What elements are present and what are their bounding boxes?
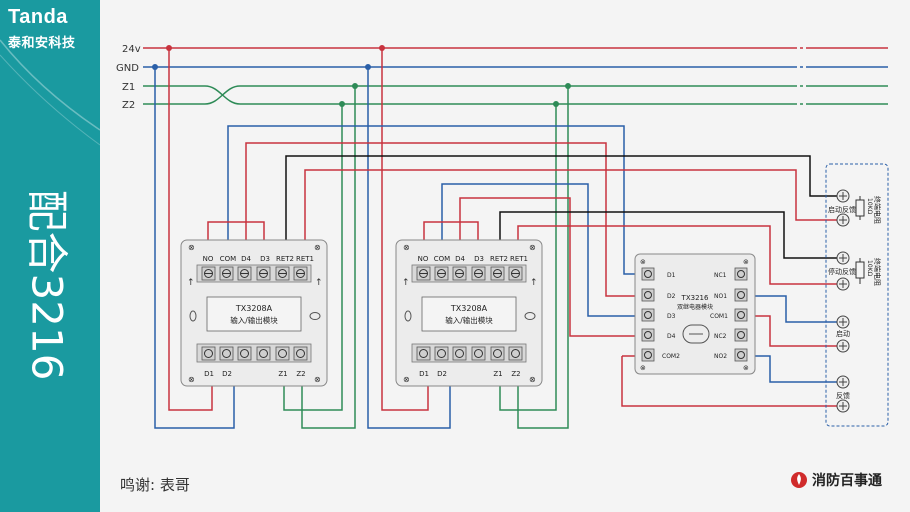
relay-terminal-d4: D4 bbox=[667, 333, 676, 340]
svg-text:⊗: ⊗ bbox=[640, 258, 646, 266]
svg-text:⊗: ⊗ bbox=[743, 258, 749, 266]
bus-lines: 24v GND Z1 Z2 bbox=[116, 44, 888, 111]
brand-name-en: Tanda bbox=[8, 6, 68, 28]
module-b-terminal-d2: D2 bbox=[437, 370, 447, 378]
svg-text:⊗: ⊗ bbox=[188, 375, 195, 384]
module-b-terminal-no: NO bbox=[418, 255, 429, 263]
relay-terminal-nc2: NC2 bbox=[714, 333, 727, 340]
module-b-model: TX3208A bbox=[450, 304, 488, 313]
svg-text:⊗: ⊗ bbox=[743, 364, 749, 372]
relay-desc: 双继电器模块 bbox=[677, 303, 713, 311]
relay-model: TX3216 bbox=[681, 294, 709, 302]
arrow-up-icon: ↑ bbox=[187, 278, 195, 288]
module-a-terminal-ret2: RET2 bbox=[276, 255, 294, 263]
module-a-terminal-no: NO bbox=[203, 255, 214, 263]
relay-terminal-com2: COM2 bbox=[662, 353, 680, 360]
relay-terminal-no2: NO2 bbox=[714, 353, 727, 360]
relay-module: ⊗⊗ ⊗⊗ D1 D2 D3 D4 COM2 NC1 NO1 COM1 NC2 … bbox=[634, 253, 756, 375]
junction-dots bbox=[152, 45, 571, 107]
svg-text:⊗: ⊗ bbox=[529, 375, 536, 384]
module-b-terminal-com: COM bbox=[434, 255, 450, 263]
svg-text:⊗: ⊗ bbox=[529, 243, 536, 252]
brand-name-cn: 泰和安科技 bbox=[8, 36, 76, 51]
module-a-desc: 输入/输出模块 bbox=[230, 315, 278, 325]
svg-text:⊗: ⊗ bbox=[403, 375, 410, 384]
relay-terminal-no1: NO1 bbox=[714, 293, 727, 300]
svg-text:⊗: ⊗ bbox=[188, 243, 195, 252]
module-a-terminal-d3: D3 bbox=[260, 255, 270, 263]
svg-text:⊗: ⊗ bbox=[403, 243, 410, 252]
wiring-diagram: 24v GND Z1 Z2 bbox=[116, 44, 889, 429]
label-resistor-2: 终端电阻 bbox=[873, 258, 882, 286]
module-b: ⊗ ⊗ ⊗ ⊗ NO COM D4 D3 RET2 RET1 ↑ ↑ TX3208A bbox=[395, 239, 543, 387]
page-title-wrapper: 配合3216 bbox=[0, 150, 100, 420]
module-b-desc: 输入/输出模块 bbox=[445, 315, 493, 325]
bus-label-z1: Z1 bbox=[122, 82, 135, 93]
module-a-terminal-d4: D4 bbox=[241, 255, 251, 263]
module-a-terminal-d2: D2 bbox=[222, 370, 232, 378]
module-a-terminal-z1: Z1 bbox=[278, 370, 287, 378]
module-b-terminal-d4: D4 bbox=[455, 255, 465, 263]
module-b-terminal-z1: Z1 bbox=[493, 370, 502, 378]
arrow-up-icon: ↑ bbox=[530, 278, 538, 288]
fire-badge-icon bbox=[791, 472, 807, 488]
module-a: ⊗ ⊗ ⊗ ⊗ NO COM D4 D3 RET2 RET1 ↑ ↑ TX3208A bbox=[180, 239, 328, 387]
module-a-terminal-z2: Z2 bbox=[296, 370, 305, 378]
module-b-terminal-ret2: RET2 bbox=[490, 255, 508, 263]
bus-label-gnd: GND bbox=[116, 63, 139, 74]
module-a-terminal-ret1: RET1 bbox=[296, 255, 314, 263]
label-resistor-1-value: 10KΩ bbox=[866, 198, 873, 215]
footer-logo: 消防百事通 bbox=[790, 470, 882, 490]
arrow-up-icon: ↑ bbox=[315, 278, 323, 288]
swoosh-decoration bbox=[0, 39, 100, 146]
bus-z1 bbox=[143, 85, 888, 105]
module-a-terminal-d1: D1 bbox=[204, 370, 214, 378]
arrow-up-icon: ↑ bbox=[402, 278, 410, 288]
svg-text:⊗: ⊗ bbox=[640, 364, 646, 372]
label-resistor-2-value: 10KΩ bbox=[866, 260, 873, 277]
module-a-terminal-com: COM bbox=[220, 255, 236, 263]
relay-terminal-com1: COM1 bbox=[710, 313, 728, 320]
module-b-terminal-d1: D1 bbox=[419, 370, 429, 378]
label-feedback: 反馈 bbox=[836, 391, 850, 400]
relay-terminal-d1: D1 bbox=[667, 272, 676, 279]
module-b-terminal-ret1: RET1 bbox=[510, 255, 528, 263]
logo-text: 消防百事通 bbox=[812, 473, 882, 489]
page-title: 配合3216 bbox=[22, 189, 72, 381]
relay-terminal-d3: D3 bbox=[667, 313, 676, 320]
bus-label-z2: Z2 bbox=[122, 100, 135, 111]
sidebar: Tanda 泰和安科技 配合3216 bbox=[0, 0, 100, 512]
relay-terminal-nc1: NC1 bbox=[714, 272, 727, 279]
label-resistor-1: 终端电阻 bbox=[873, 196, 882, 224]
field-devices: 启动反馈 停动反馈 启动 反馈 10KΩ 终端电阻 10KΩ 终端电阻 bbox=[825, 163, 889, 427]
svg-text:⊗: ⊗ bbox=[314, 375, 321, 384]
svg-text:⊗: ⊗ bbox=[314, 243, 321, 252]
label-start: 启动 bbox=[836, 329, 850, 338]
module-b-terminal-z2: Z2 bbox=[511, 370, 520, 378]
field-device-frame bbox=[825, 163, 889, 427]
module-a-model: TX3208A bbox=[235, 304, 273, 313]
module-b-terminal-d3: D3 bbox=[474, 255, 484, 263]
relay-terminal-d2: D2 bbox=[667, 293, 676, 300]
label-start-feedback: 启动反馈 bbox=[828, 205, 856, 214]
bus-label-24v: 24v bbox=[122, 44, 141, 55]
credit-text: 鸣谢: 表哥 bbox=[120, 476, 190, 494]
label-stop-feedback: 停动反馈 bbox=[828, 267, 856, 276]
